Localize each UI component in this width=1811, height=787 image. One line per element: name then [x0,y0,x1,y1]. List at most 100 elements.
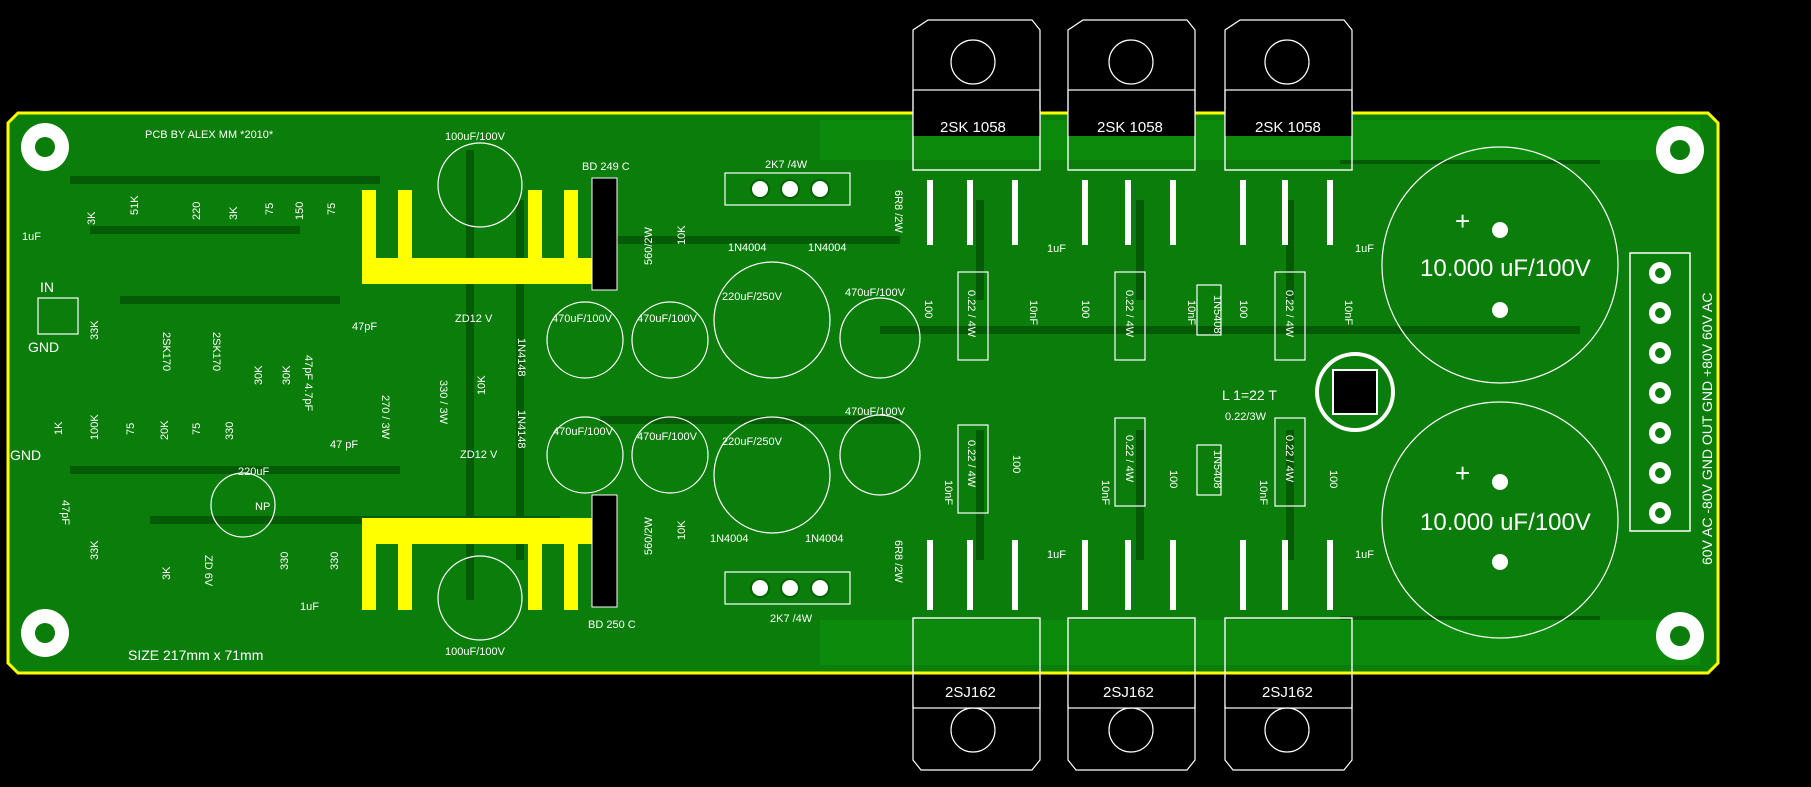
r100-2: 100 [1079,300,1091,318]
cap-220uf-np [210,472,276,538]
r-20k: 20K [159,420,171,440]
r-330-3w: 330 / 3W [437,380,449,425]
d-1n4004-b: 1N4004 [808,242,847,254]
r022-6-label: 0.22 / 4W [1283,435,1295,483]
r-51k: 51K [129,195,141,215]
input-connector [37,297,79,335]
mosfet-top-1 [912,19,1041,171]
r2k7-top-label: 2K7 /4W [765,159,808,171]
d-1n4148-b: 1N4148 [515,410,527,449]
cap-470-b-label: 470uF/100V [637,313,698,325]
r-30k-a: 30K [253,365,265,385]
r022-5-label: 0.22 / 4W [1123,435,1135,483]
r-560-bottom: 560/2W [643,516,655,555]
pcb-credit: PCB BY ALEX MM *2010* [145,129,274,141]
gnd-in-label: GND [28,339,59,355]
cap-47pf-b: 47 pF [330,439,358,451]
r-150: 150 [294,202,306,220]
r022-2 [1114,271,1146,361]
r-330-a: 330 [224,422,236,440]
r100-3: 100 [1237,300,1249,318]
r-560-top: 560/2W [643,226,655,265]
main-cap-bottom-plus: + [1455,458,1470,488]
terminal-pads [1649,262,1671,524]
r2k7-bottom-label: 2K7 /4W [770,613,813,625]
r-10k-top: 10K [676,225,688,245]
cap-470-b [631,301,709,379]
diode-5408-bottom-label: 1N5408 [1211,450,1223,489]
c10nf-4: 10nF [942,480,954,505]
jfet-a-label: 2SK170 [160,332,172,371]
inductor-sub: 0.22/3W [1225,411,1267,423]
cap-1uf-c: 1uF [1047,243,1066,255]
r022-3-label: 0.22 / 4W [1283,290,1295,338]
main-cap-top [1381,146,1619,384]
cap-470-d [546,416,624,494]
cap-470-c-label: 470uF/100V [845,287,906,299]
cap-220uf-np-label: 220uF [238,466,269,478]
r-75-a: 75 [264,203,276,215]
cap-100uf-top-label: 100uF/100V [445,131,506,143]
d-1n4004-a: 1N4004 [728,242,767,254]
r-30k-b: 30K [281,365,293,385]
r-100k: 100K [89,414,101,440]
r100-5: 100 [1167,470,1179,488]
diode-5408-top-label: 1N5408 [1211,295,1223,334]
cap-1uf-b: 1uF [300,601,319,613]
cap-100uf-bottom [437,555,523,641]
main-cap-top-label: 10.000 uF/100V [1420,255,1591,282]
r-6r8-bottom: 6R8 /2W [892,540,904,583]
r022-2-label: 0.22 / 4W [1123,290,1135,338]
diode-5408-bottom [1196,444,1222,496]
cap-small-pf: 47pF 4.7pF [302,355,314,412]
cap-470-f-label: 470uF/100V [845,406,906,418]
mosfet-top-3-label: 2SK 1058 [1255,119,1321,136]
cap-470-e [631,416,709,494]
mosfet-top-2 [1067,19,1196,171]
r100-4: 100 [1010,455,1022,473]
r022-5 [1114,417,1146,507]
r-6r8-top: 6R8 /2W [892,190,904,233]
cap-47pf-a: 47pF [352,321,377,333]
cap-470-c [839,297,921,379]
cap-470-f [839,414,921,496]
mosfet-bottom-2-label: 2SJ162 [1103,684,1154,701]
d-1n4004-c: 1N4004 [710,533,749,545]
mosfet-bottom-3 [1224,617,1353,771]
r100-1: 100 [922,300,934,318]
driver-bottom [591,494,618,608]
cap-1uf-e: 1uF [1355,243,1374,255]
driver-top-label: BD 249 C [582,161,630,173]
np-label: NP [255,501,270,513]
jfet-b-label: 2SK170 [210,332,222,371]
in-label: IN [40,279,54,295]
cap-220uf-bottom [713,416,831,534]
driver-bottom-label: BD 250 C [588,619,636,631]
mosfet-top-2-label: 2SK 1058 [1097,119,1163,136]
inductor-label: L 1=22 T [1222,387,1277,403]
cap-100uf-bottom-label: 100uF/100V [445,646,506,658]
main-cap-top-plus: + [1455,206,1470,236]
r022-1 [957,271,989,361]
r-330-b: 330 [279,552,291,570]
r022-1-label: 0.22 / 4W [965,290,977,338]
cap-1uf-a: 1uF [22,231,41,243]
c10nf-5: 10nF [1099,480,1111,505]
cap-220uf-bottom-label: 220uF/250V [722,436,783,448]
mosfet-top-3 [1224,19,1353,171]
cap-47pf-left: 47pF [59,500,71,525]
cap-470-a [546,301,624,379]
r-3k-a: 3K [86,211,98,225]
gnd-label: GND [10,447,41,463]
cap-1uf-d: 1uF [1047,549,1066,561]
r022-4 [957,424,989,514]
mosfet-bottom-1-label: 2SJ162 [945,684,996,701]
mounting-holes [21,123,1704,660]
terminal-labels: 60V AC -80V GND OUT GND +80V 60V AC [1699,293,1715,565]
r-10k-a: 10K [476,375,488,395]
cap-470-a-label: 470uF/100V [552,313,613,325]
c10nf-2: 10nF [1185,300,1197,325]
mosfet-leads [927,180,1333,610]
mosfet-bottom-2 [1067,617,1196,771]
